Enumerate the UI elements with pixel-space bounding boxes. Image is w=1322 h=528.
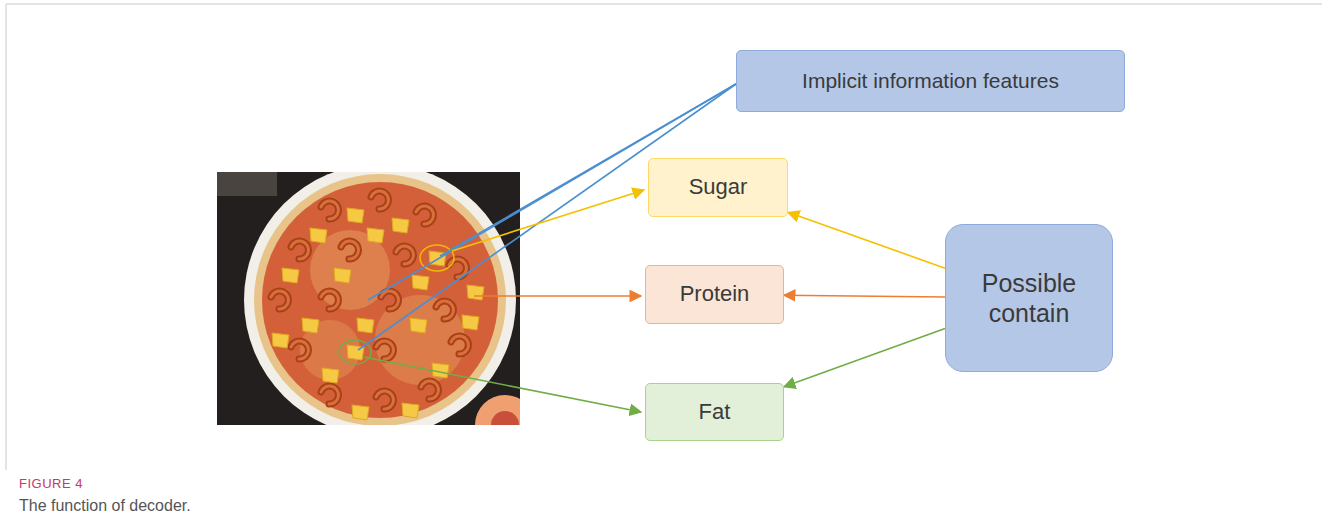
pineapple bbox=[347, 208, 364, 223]
leader-arrow bbox=[452, 190, 644, 251]
pineapple bbox=[357, 318, 374, 333]
shrimp bbox=[321, 386, 338, 404]
shrimp bbox=[376, 341, 393, 359]
node-label: Fat bbox=[699, 399, 731, 425]
arrow-connector bbox=[788, 212, 945, 268]
crust bbox=[254, 174, 506, 425]
pineapple bbox=[310, 228, 327, 243]
pineapple bbox=[352, 405, 369, 420]
frame-rule bbox=[6, 4, 7, 470]
shrimp bbox=[321, 201, 338, 219]
nutrient-box: Fat bbox=[645, 383, 784, 441]
pineapple bbox=[412, 275, 429, 290]
pineapple bbox=[334, 268, 351, 283]
pineapple bbox=[392, 218, 409, 233]
pineapple bbox=[402, 403, 419, 418]
shrimp bbox=[271, 291, 288, 309]
shrimp bbox=[321, 291, 338, 309]
shrimp bbox=[381, 291, 398, 309]
frame-rule bbox=[6, 4, 1322, 5]
arrow-connector bbox=[784, 295, 945, 297]
nutrient-box: Sugar bbox=[648, 158, 788, 217]
shrimp bbox=[421, 381, 438, 399]
pineapple bbox=[302, 318, 319, 333]
figure-caption: The function of decoder. bbox=[19, 497, 191, 515]
feature-box: Implicit information features bbox=[736, 50, 1125, 112]
pineapple bbox=[410, 318, 427, 333]
shrimp bbox=[376, 391, 393, 409]
cloth bbox=[217, 172, 277, 196]
shrimp bbox=[291, 341, 308, 359]
shrimp bbox=[436, 301, 453, 319]
shrimp bbox=[396, 246, 413, 264]
leader-arrow bbox=[474, 295, 641, 297]
node-label: Implicit information features bbox=[802, 68, 1059, 93]
pineapple bbox=[367, 228, 384, 243]
shrimp bbox=[449, 259, 466, 277]
source-box: Possible contain bbox=[945, 224, 1113, 372]
shrimp bbox=[341, 241, 358, 259]
pineapple bbox=[467, 285, 484, 300]
pizza-photo bbox=[217, 172, 520, 425]
pineapple bbox=[272, 333, 289, 348]
shrimp bbox=[371, 191, 388, 209]
peach-stone bbox=[491, 411, 519, 425]
node-label: Possible contain bbox=[956, 268, 1102, 328]
peach bbox=[475, 395, 520, 425]
pineapple bbox=[282, 268, 299, 283]
node-label: Protein bbox=[680, 281, 750, 307]
shrimp bbox=[291, 241, 308, 259]
shrimp bbox=[416, 206, 433, 224]
shrimp bbox=[451, 336, 468, 354]
node-label: Sugar bbox=[689, 174, 748, 200]
nutrient-box: Protein bbox=[645, 265, 784, 324]
leader-arrow bbox=[364, 357, 641, 412]
sauce bbox=[262, 182, 498, 418]
plate bbox=[244, 172, 516, 425]
pineapple bbox=[462, 315, 479, 330]
figure-number: FIGURE 4 bbox=[19, 476, 83, 491]
pineapple bbox=[322, 368, 339, 383]
arrow-connector bbox=[784, 328, 945, 386]
